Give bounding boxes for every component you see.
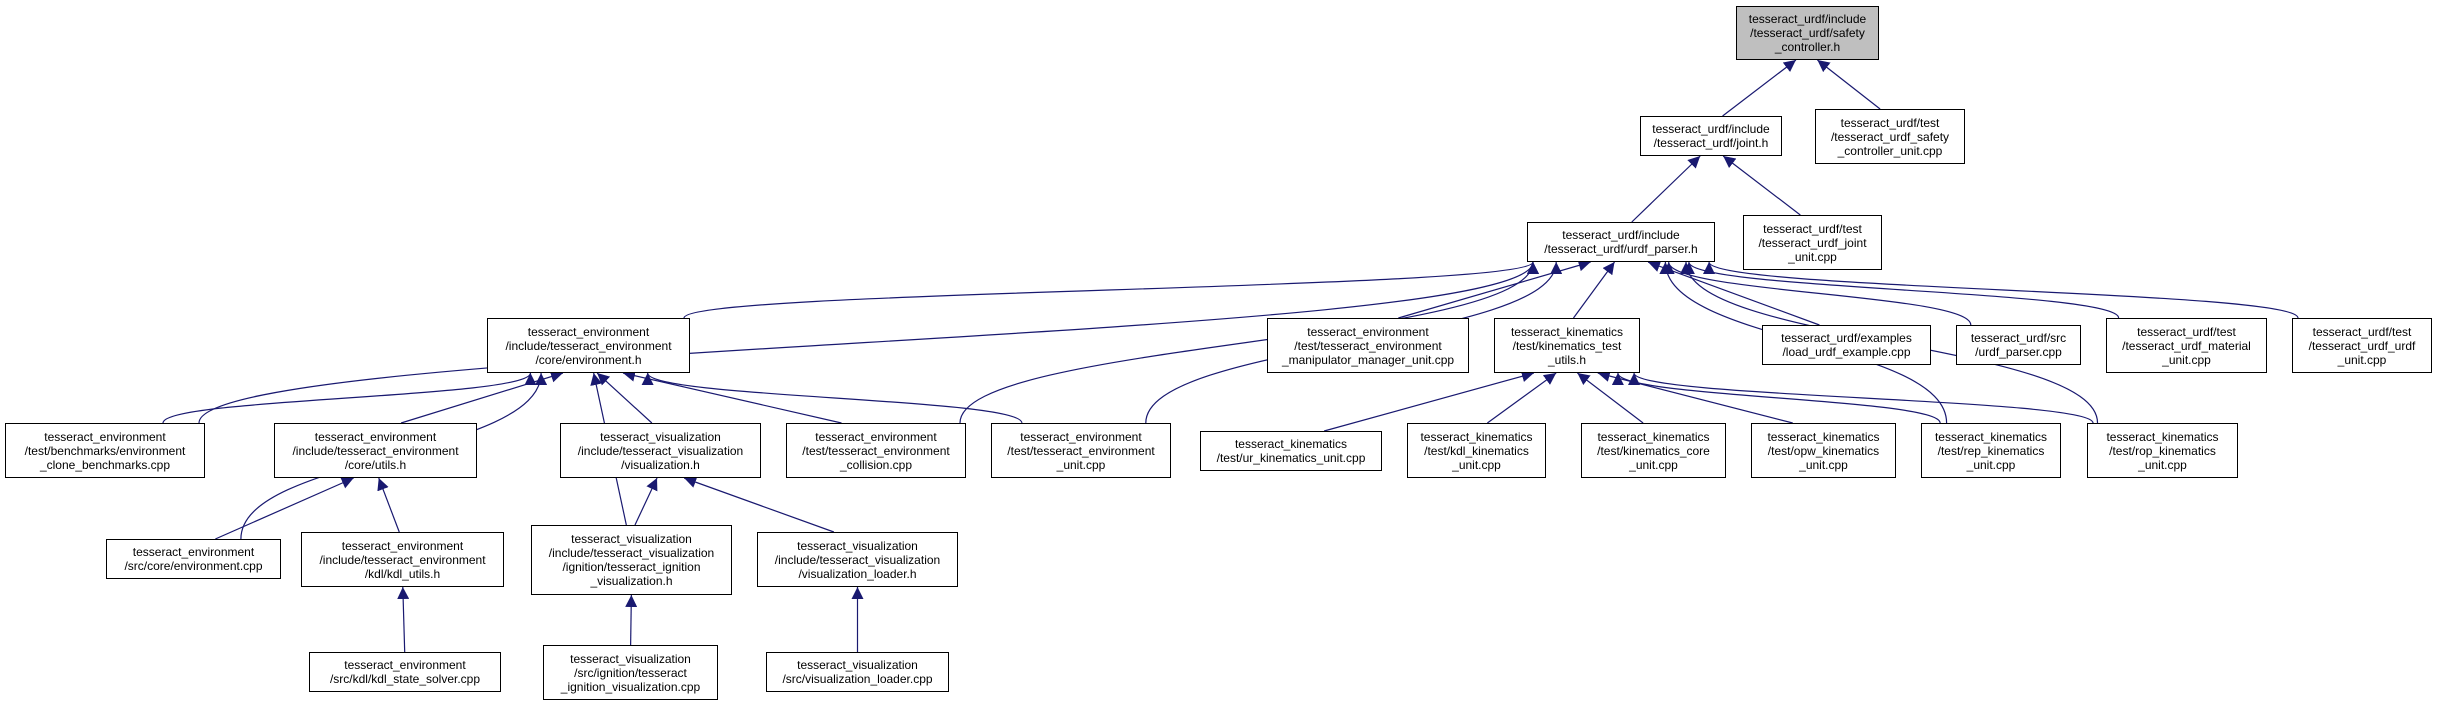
node-urdf-parser-h[interactable]: tesseract_urdf/include /tesseract_urdf/u… [1527, 222, 1715, 262]
node-load-urdf-example[interactable]: tesseract_urdf/examples /load_urdf_examp… [1762, 325, 1931, 365]
node-kdl-utils-h[interactable]: tesseract_environment /include/tesseract… [301, 532, 504, 587]
node-manipulator-manager-unit[interactable]: tesseract_environment /test/tesseract_en… [1267, 318, 1469, 373]
node-environment-unit[interactable]: tesseract_environment /test/tesseract_en… [991, 423, 1171, 478]
node-label: tesseract_environment /test/tesseract_en… [802, 429, 950, 472]
node-urdf-material-unit[interactable]: tesseract_urdf/test /tesseract_urdf_mate… [2106, 318, 2267, 373]
node-utils-h[interactable]: tesseract_environment /include/tesseract… [274, 423, 477, 478]
node-urdf-urdf-unit[interactable]: tesseract_urdf/test /tesseract_urdf_urdf… [2292, 318, 2432, 373]
node-ignition-visualization-cpp[interactable]: tesseract_visualization /src/ignition/te… [543, 645, 718, 700]
node-label: tesseract_kinematics /test/opw_kinematic… [1767, 429, 1880, 472]
node-label: tesseract_environment /src/core/environm… [124, 545, 263, 573]
dependency-edge [1722, 59, 1797, 117]
node-label: tesseract_visualization /src/visualizati… [782, 658, 933, 686]
node-label: tesseract_urdf/examples /load_urdf_examp… [1781, 331, 1912, 359]
dependency-edge [1703, 261, 2299, 319]
node-label: tesseract_urdf/include /tesseract_urdf/u… [1544, 228, 1698, 256]
dependency-edge [377, 477, 400, 533]
node-kinematics-test-utils-h[interactable]: tesseract_kinematics /test/kinematics_te… [1494, 318, 1640, 373]
dependency-edge [1572, 261, 1616, 319]
dependency-edge [634, 477, 658, 526]
dependency-edge [1487, 372, 1557, 424]
dependency-edge [683, 476, 835, 533]
dependency-edge [1323, 370, 1535, 432]
node-label: tesseract_visualization /include/tessera… [548, 532, 715, 588]
node-label: tesseract_visualization /src/ignition/te… [560, 651, 701, 694]
node-label: tesseract_urdf/include /tesseract_urdf/s… [1748, 12, 1867, 54]
dependency-edge [1628, 372, 2094, 424]
node-label: tesseract_environment /test/tesseract_en… [1007, 429, 1155, 472]
node-label: tesseract_urdf/test /tesseract_urdf_join… [1758, 221, 1867, 264]
node-rop-kinematics-unit[interactable]: tesseract_kinematics /test/rop_kinematic… [2087, 423, 2238, 478]
node-label: tesseract_visualization /include/tessera… [774, 538, 941, 581]
node-label: tesseract_environment /include/tesseract… [319, 538, 486, 581]
node-kdl-kinematics-unit[interactable]: tesseract_kinematics /test/kdl_kinematic… [1407, 423, 1546, 478]
dependency-edge [162, 372, 537, 424]
node-label: tesseract_urdf/include /tesseract_urdf/j… [1652, 122, 1770, 150]
dependency-edge [1817, 59, 1881, 110]
dependency-edge [1631, 155, 1701, 223]
node-label: tesseract_environment /include/tesseract… [505, 324, 672, 367]
node-label: tesseract_environment /test/benchmarks/e… [24, 429, 186, 472]
node-clone-benchmarks[interactable]: tesseract_environment /test/benchmarks/e… [5, 423, 205, 478]
node-visualization-loader-cpp[interactable]: tesseract_visualization /src/visualizati… [766, 652, 949, 692]
node-label: tesseract_urdf/test /tesseract_urdf_mate… [2122, 324, 2251, 367]
node-visualization-h[interactable]: tesseract_visualization /include/tessera… [560, 423, 761, 478]
node-label: tesseract_urdf/src /urdf_parser.cpp [1970, 331, 2067, 359]
dependency-edge [596, 372, 653, 424]
dependency-edge [1612, 372, 1941, 424]
dependency-edge [1577, 372, 1644, 424]
node-opw-kinematics-unit[interactable]: tesseract_kinematics /test/opw_kinematic… [1751, 423, 1896, 478]
node-label: tesseract_kinematics /test/kinematics_te… [1510, 324, 1624, 367]
node-label: tesseract_kinematics /test/rep_kinematic… [1934, 429, 2048, 472]
node-kdl-state-solver[interactable]: tesseract_environment /src/kdl/kdl_state… [309, 652, 501, 692]
dependency-edge [1683, 261, 2120, 319]
node-environment-collision[interactable]: tesseract_environment /test/tesseract_en… [786, 423, 966, 478]
node-kinematics-core-unit[interactable]: tesseract_kinematics /test/kinematics_co… [1581, 423, 1726, 478]
dependency-edge [683, 261, 1539, 319]
node-joint-h[interactable]: tesseract_urdf/include /tesseract_urdf/j… [1640, 116, 1782, 156]
node-label: tesseract_environment /src/kdl/kdl_state… [329, 658, 481, 686]
node-label: tesseract_kinematics /test/kinematics_co… [1597, 429, 1710, 472]
node-environment-cpp[interactable]: tesseract_environment /src/core/environm… [106, 539, 281, 579]
node-joint-unit[interactable]: tesseract_urdf/test /tesseract_urdf_join… [1743, 215, 1882, 270]
node-ur-kinematics-unit[interactable]: tesseract_kinematics /test/ur_kinematics… [1200, 431, 1382, 471]
dependency-edge [641, 372, 1023, 424]
node-ignition-visualization-h[interactable]: tesseract_visualization /include/tessera… [531, 525, 732, 595]
dependency-edge [1722, 155, 1801, 216]
node-label: tesseract_kinematics /test/rop_kinematic… [2106, 429, 2219, 472]
node-label: tesseract_environment /test/tesseract_en… [1281, 324, 1455, 367]
node-label: tesseract_urdf/test /tesseract_urdf_urdf… [2308, 324, 2416, 367]
dependency-edge [215, 477, 354, 540]
node-environment-h[interactable]: tesseract_environment /include/tesseract… [487, 318, 690, 373]
node-safety-controller-unit[interactable]: tesseract_urdf/test /tesseract_urdf_safe… [1815, 109, 1965, 164]
dependency-edge [198, 261, 1539, 424]
node-safety-controller-h[interactable]: tesseract_urdf/include /tesseract_urdf/s… [1736, 6, 1879, 60]
node-label: tesseract_environment /include/tesseract… [292, 429, 459, 472]
node-label: tesseract_kinematics /test/ur_kinematics… [1216, 437, 1366, 465]
dependency-edge [1662, 261, 1972, 326]
dependency-edge [622, 369, 842, 424]
dependency-edge [397, 586, 410, 653]
node-visualization-loader-h[interactable]: tesseract_visualization /include/tessera… [757, 532, 958, 587]
dependency-edge [959, 261, 1539, 424]
dependency-edge [400, 370, 564, 424]
node-label: tesseract_visualization /include/tessera… [577, 429, 744, 472]
dependency-edge [1647, 260, 1820, 326]
node-label: tesseract_kinematics /test/kdl_kinematic… [1420, 429, 1533, 472]
node-label: tesseract_urdf/test /tesseract_urdf_safe… [1830, 115, 1950, 158]
node-rep-kinematics-unit[interactable]: tesseract_kinematics /test/rep_kinematic… [1921, 423, 2061, 478]
node-urdf-parser-cpp[interactable]: tesseract_urdf/src /urdf_parser.cpp [1956, 325, 2081, 365]
dependency-edge [1597, 370, 1793, 424]
dependency-edge [625, 594, 638, 646]
